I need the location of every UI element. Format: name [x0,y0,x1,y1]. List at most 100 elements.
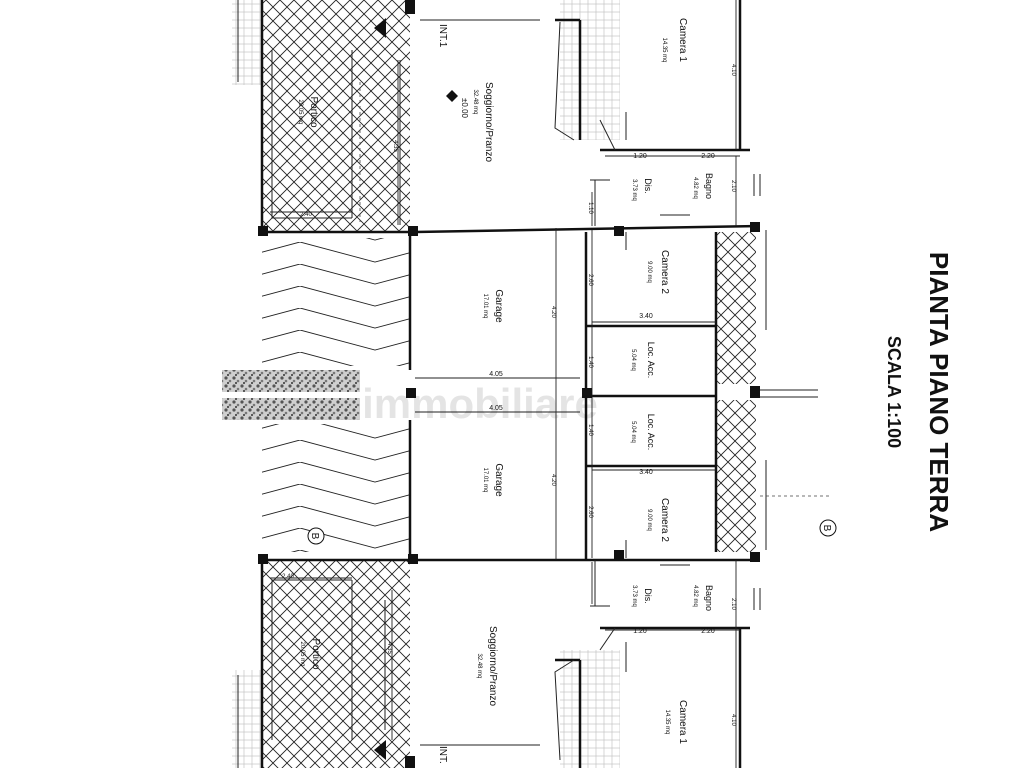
dim-tech-height: 1.40 [587,424,593,436]
section-marker-label: B [309,533,320,540]
planter-top [716,232,756,384]
room-name: Bagno [704,585,714,611]
section-marker-right: B [819,519,837,537]
room-name: Dis. [643,178,653,194]
dim-porch-height: 4.35 [386,642,392,654]
dim-garage-width: 4.05 [489,405,503,412]
dim-bath-height: 2.10 [730,598,736,610]
dim-porch-width: 2.40 [300,212,312,218]
room-name: Camera 1 [677,18,688,62]
room-bath-bottom: Bagno 4.82 mq [692,585,714,611]
room-porch-top: Portico 20.05 mq [297,96,319,128]
section-marker-bottom-left: B [307,527,325,545]
room-area: 5.04 mq [630,421,636,443]
room-bed1-top: Camera 1 14.35 mq [661,18,688,62]
gravel-strip-top [222,370,360,392]
room-area: 14.35 mq [661,37,667,62]
room-name: Soggiorno/Pranzo [487,626,498,706]
entrance-label-bottom: INT. [437,746,448,764]
room-name: Soggiorno/Pranzo [483,82,494,162]
plan-title: PIANTA PIANO TERRA [924,252,954,532]
planter-bottom [716,400,756,552]
dim-garage-height: 4.20 [550,474,556,486]
dim-bed2-height: 2.60 [587,274,593,286]
dim-bed2-width: 3.40 [639,313,653,320]
stair-grid-top [560,0,620,140]
room-name: Camera 1 [677,700,688,744]
room-porch-bottom: Portico 20.05 mq [299,638,321,670]
room-area: 20.05 mq [297,99,303,124]
dim-garage-height: 4.20 [550,306,556,318]
room-hall-bottom: Dis. 3.73 mq [631,585,653,607]
dim-porch-width: 2.40 [282,574,294,580]
room-area: 20.05 mq [299,641,305,666]
room-bed2-bottom: Camera 2 9.00 mq [646,498,670,542]
dimension-lines [270,0,830,768]
level-mark: ±0.00 [460,98,469,119]
room-name: Garage [493,289,504,323]
room-name: Dis. [643,588,653,604]
room-area: 5.04 mq [630,349,636,371]
dim-bath-width: 2.20 [701,628,715,635]
room-tech-bottom: Loc. Acc. 5.04 mq [630,414,656,451]
garden-grid-bottom-left [232,670,262,768]
garage-ramp-top [262,238,410,366]
room-area: 32.48 mq [476,653,482,678]
room-area: 17.01 mq [482,293,488,318]
room-name: Garage [493,463,504,497]
room-area: 32.48 mq [472,89,478,114]
structural-columns [258,0,760,768]
room-area: 3.73 mq [631,179,637,201]
room-area: 9.00 mq [646,509,652,531]
entrance-label-top: INT.1 [437,24,448,48]
dim-hall-width: 1.20 [633,153,647,160]
entrance-arrow-icon [374,18,386,38]
room-name: Portico [310,638,321,670]
entrance-arrow-icon [374,740,386,760]
thin-lines [237,0,818,768]
room-area: 17.01 mq [482,467,488,492]
dim-bed1-height: 4.10 [730,714,736,726]
stair-grid-bottom [560,650,620,768]
dim-tech-height: 1.40 [587,356,593,368]
room-name: Loc. Acc. [646,414,656,451]
watermark: immobiliare [362,380,598,427]
plan-scale: SCALA 1:100 [884,336,904,448]
level-marker-icon [446,90,458,102]
dim-porch-height: 4.35 [392,140,398,152]
dimension-labels: 4.35 4.35 2.40 2.40 4.10 4.10 1.20 2.20 … [282,64,736,726]
dim-bed2-height: 2.60 [587,506,593,518]
room-name: Camera 2 [659,250,670,294]
room-garage-top: Garage 17.01 mq [482,289,504,323]
porch-top-hatch [262,0,410,232]
garden-grid-top-left [232,0,262,85]
room-name: Camera 2 [659,498,670,542]
room-area: 4.82 mq [692,177,698,199]
room-area: 4.82 mq [692,585,698,607]
room-garage-bottom: Garage 17.01 mq [482,463,504,497]
garage-ramp-bottom [262,424,410,552]
room-name: Bagno [704,173,714,199]
room-name: Loc. Acc. [646,342,656,379]
room-area: 3.73 mq [631,585,637,607]
room-tech-top: Loc. Acc. 5.04 mq [630,342,656,379]
dim-bath-width: 2.20 [701,153,715,160]
room-area: 9.00 mq [646,261,652,283]
room-living-bottom: Soggiorno/Pranzo 32.48 mq [476,626,498,706]
dim-bed1-height: 4.10 [730,64,736,76]
dim-garage-width: 4.05 [489,371,503,378]
walls [260,0,761,768]
gravel-strip-bottom [222,398,360,420]
room-area: 14.35 mq [664,709,670,734]
dim-hall-width: 1.20 [633,628,647,635]
dim-bath-height: 2.10 [730,180,736,192]
room-bed2-top: Camera 2 9.00 mq [646,250,670,294]
room-hall-top: Dis. 3.73 mq [631,178,653,201]
dim-hall-height: 1.10 [587,202,593,214]
section-marker-label: B [821,525,832,532]
room-bath-top: Bagno 4.82 mq [692,173,714,199]
room-name: Portico [308,96,319,128]
porch-bottom-hatch [262,560,410,768]
dim-bed2-width: 3.40 [639,469,653,476]
